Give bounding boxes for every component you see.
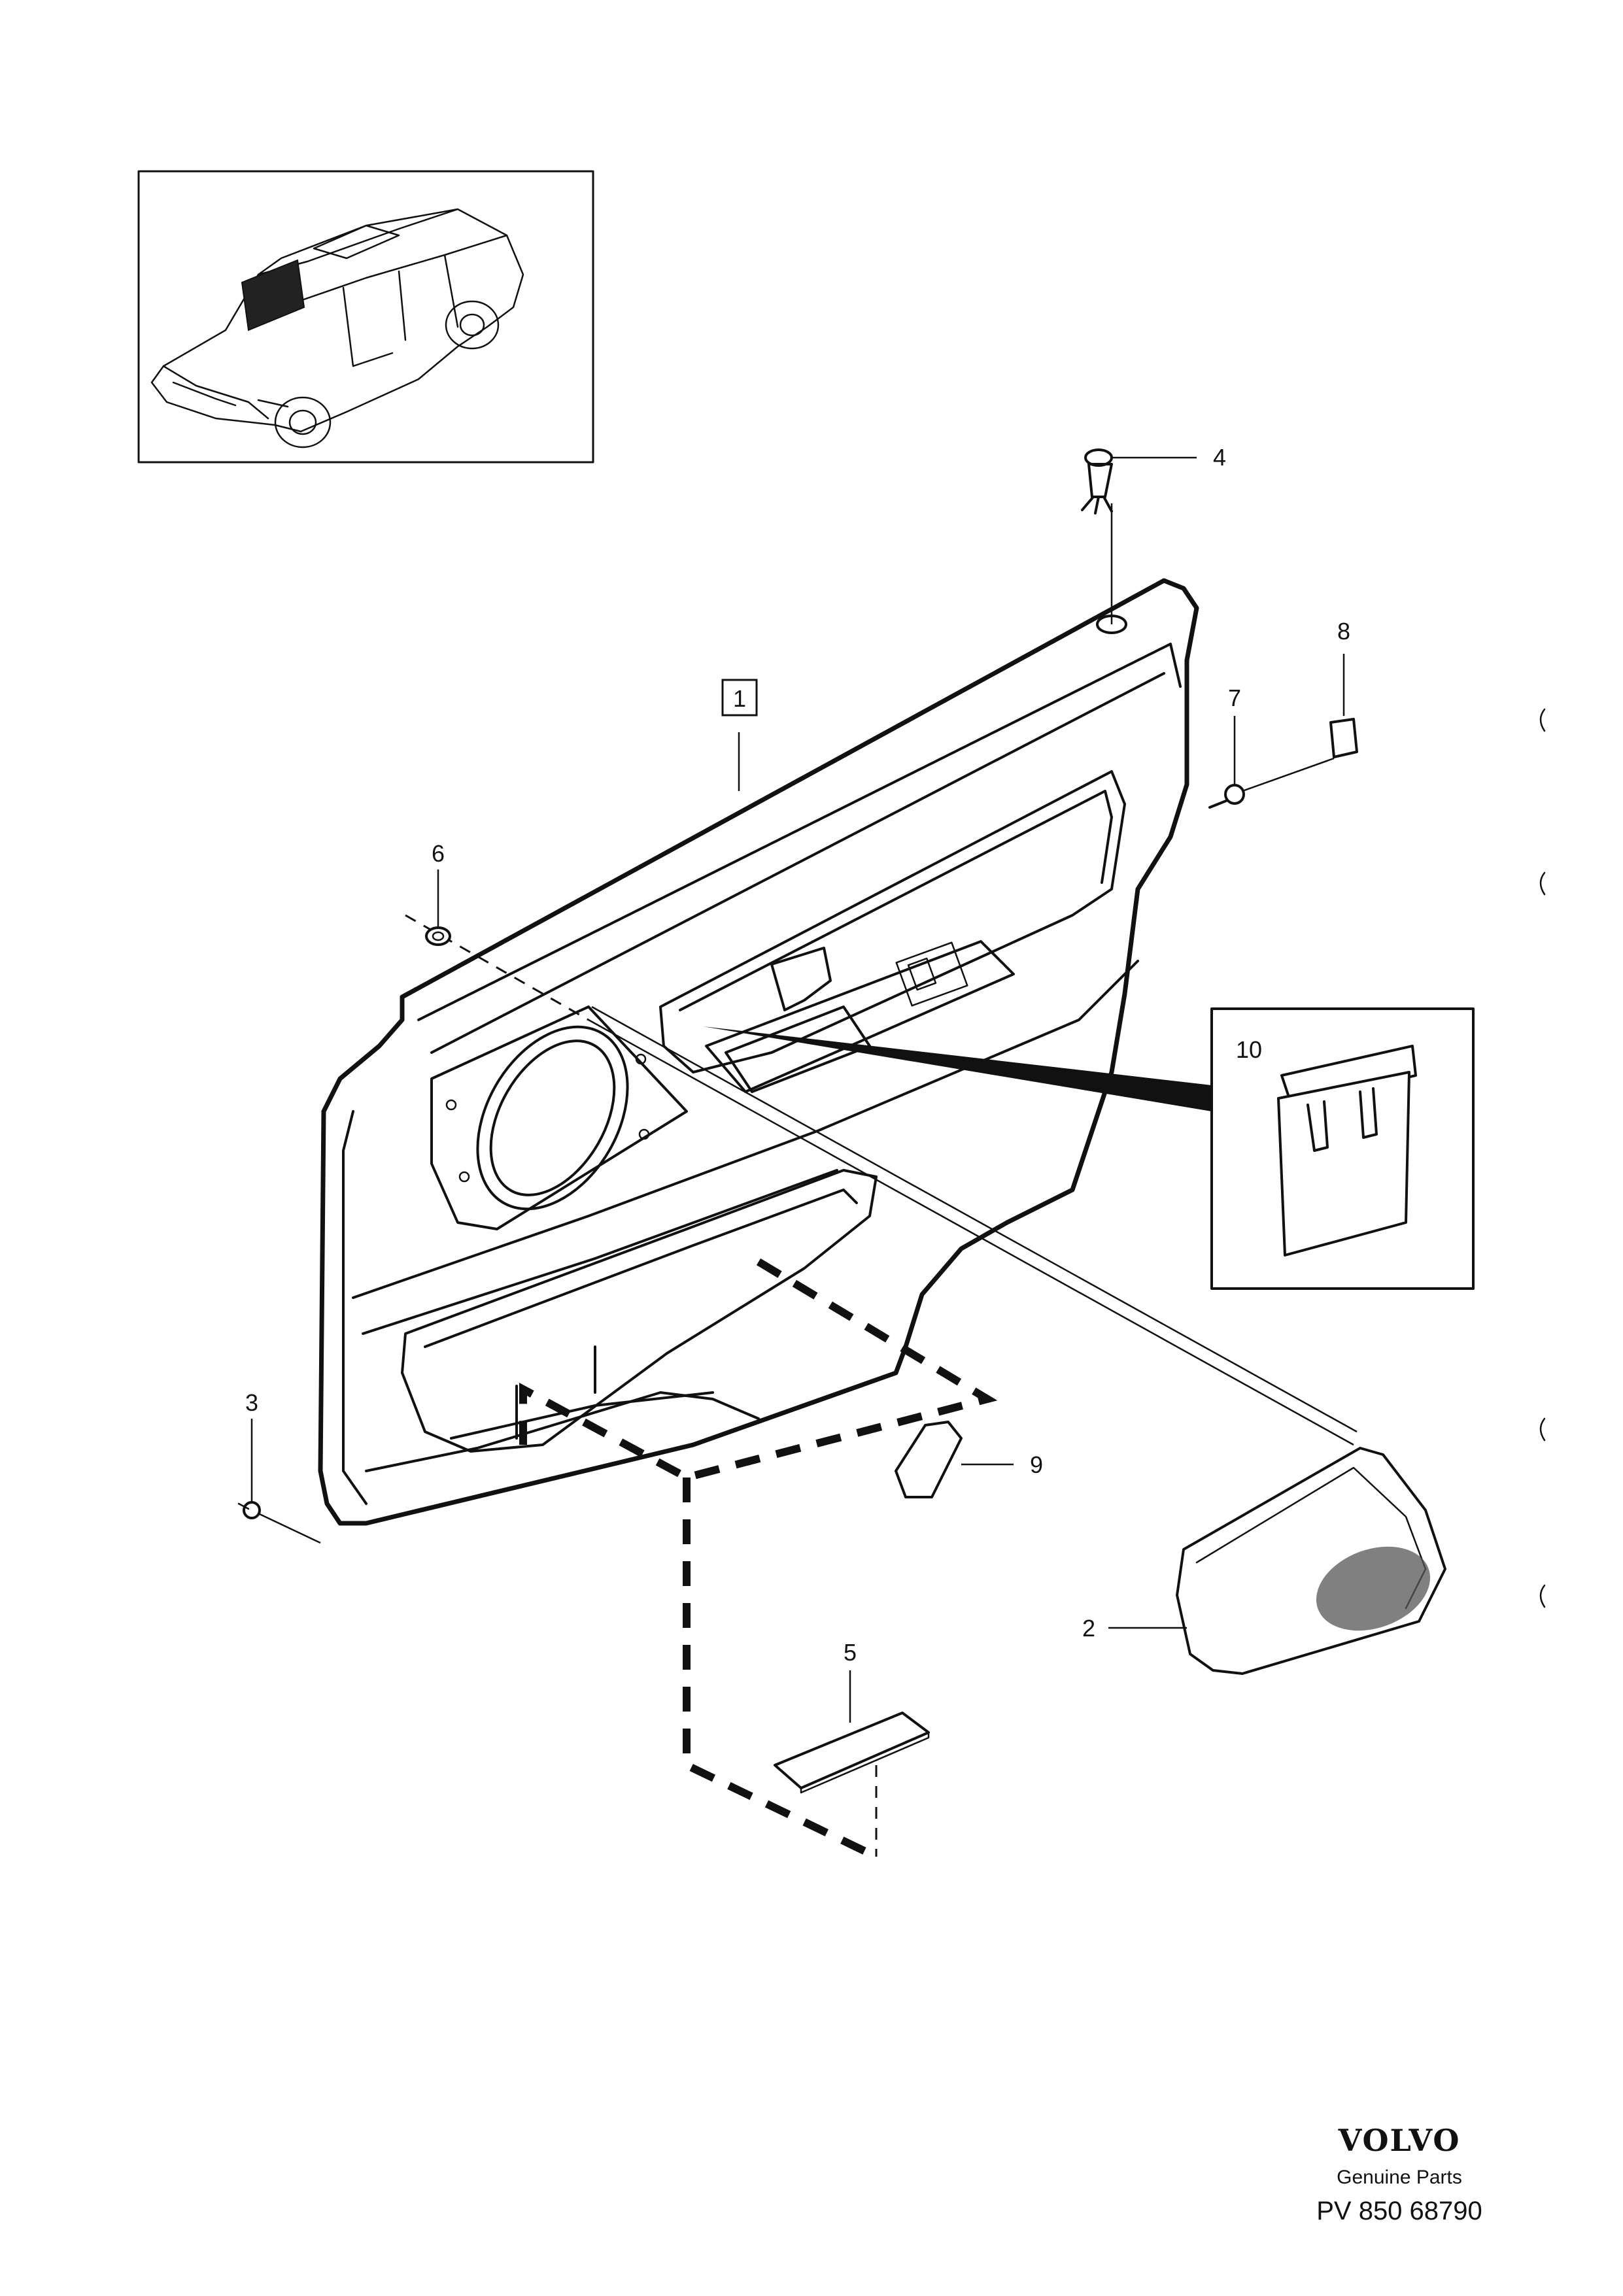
- callout-2: 2: [1082, 1615, 1095, 1642]
- nut-icon: [425, 926, 451, 946]
- speaker-grille: [1176, 1447, 1446, 1675]
- plug-icon: [895, 1421, 963, 1498]
- callout-3: 3: [245, 1389, 258, 1416]
- callout-10: 10: [1236, 1036, 1262, 1063]
- pad-icon: [774, 1712, 930, 1794]
- detail-inset: [703, 1007, 1475, 1290]
- car-locator-icon: [150, 208, 524, 448]
- screw-icon: [237, 1501, 261, 1519]
- locator-inset: [137, 170, 594, 464]
- callout-1: 1: [721, 679, 758, 717]
- callout-6: 6: [432, 840, 445, 867]
- margin-marks: [1539, 708, 1546, 1608]
- door-panel: [318, 578, 1199, 1526]
- volvo-logo: VOLVO: [1338, 2123, 1461, 2158]
- callout-5: 5: [844, 1639, 857, 1666]
- callout-8: 8: [1337, 618, 1350, 645]
- brand-block: VOLVO Genuine Parts PV 850 68790: [1316, 2123, 1482, 2225]
- screw-7-icon: [1208, 757, 1335, 809]
- callout-9: 9: [1030, 1451, 1043, 1478]
- svg-text:1: 1: [733, 685, 746, 712]
- part-code: PV 850 68790: [1316, 2197, 1482, 2225]
- cap-icon: [1329, 718, 1358, 758]
- callout-4: 4: [1213, 444, 1226, 471]
- leader-lines: [250, 456, 1345, 1723]
- brand-subtitle: Genuine Parts: [1337, 2167, 1462, 2188]
- callout-7: 7: [1228, 684, 1241, 711]
